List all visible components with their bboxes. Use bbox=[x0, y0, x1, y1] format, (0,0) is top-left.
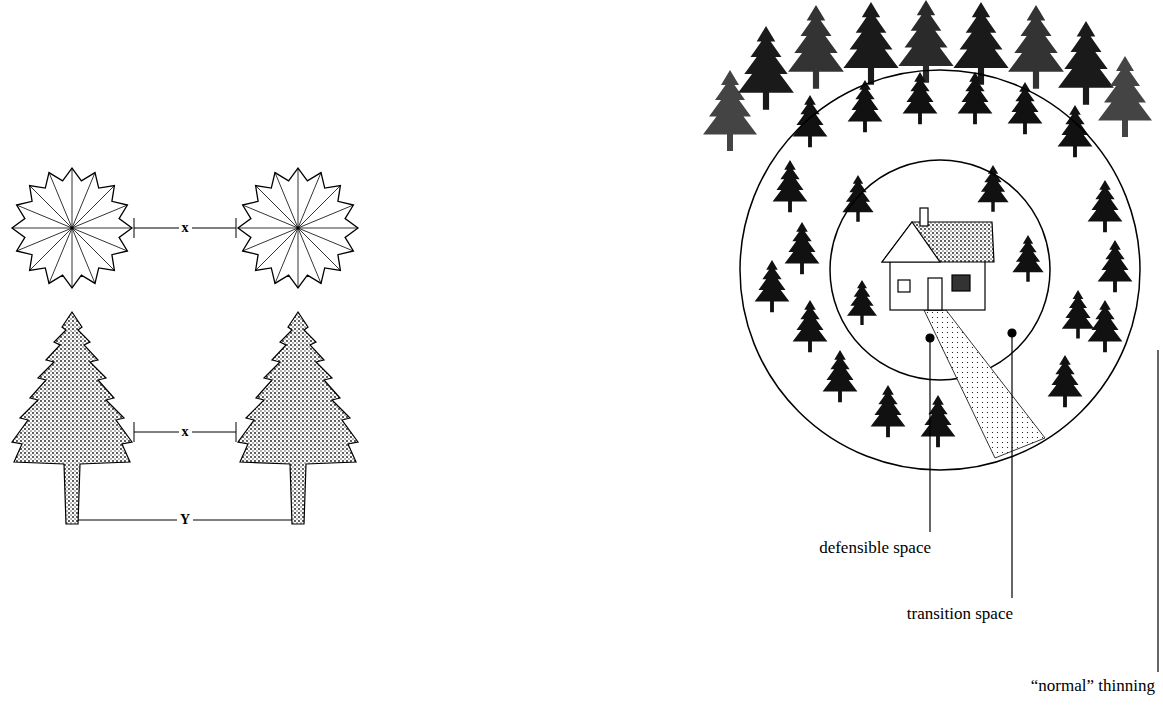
dimension-label: x bbox=[179, 220, 192, 236]
dimension-label: x bbox=[179, 424, 192, 440]
crown-side-view bbox=[12, 312, 358, 524]
zone-rings bbox=[740, 70, 1140, 470]
house bbox=[882, 208, 1045, 458]
dense-forest bbox=[703, 0, 1152, 151]
dimension-label: Y bbox=[177, 512, 193, 528]
thinned-trees bbox=[755, 72, 1133, 447]
zone-label: defensible space bbox=[816, 538, 934, 558]
crown-plan-view bbox=[12, 168, 358, 288]
zone-label: “normal” thinning bbox=[1028, 676, 1158, 696]
zone-label: transition space bbox=[904, 604, 1016, 624]
